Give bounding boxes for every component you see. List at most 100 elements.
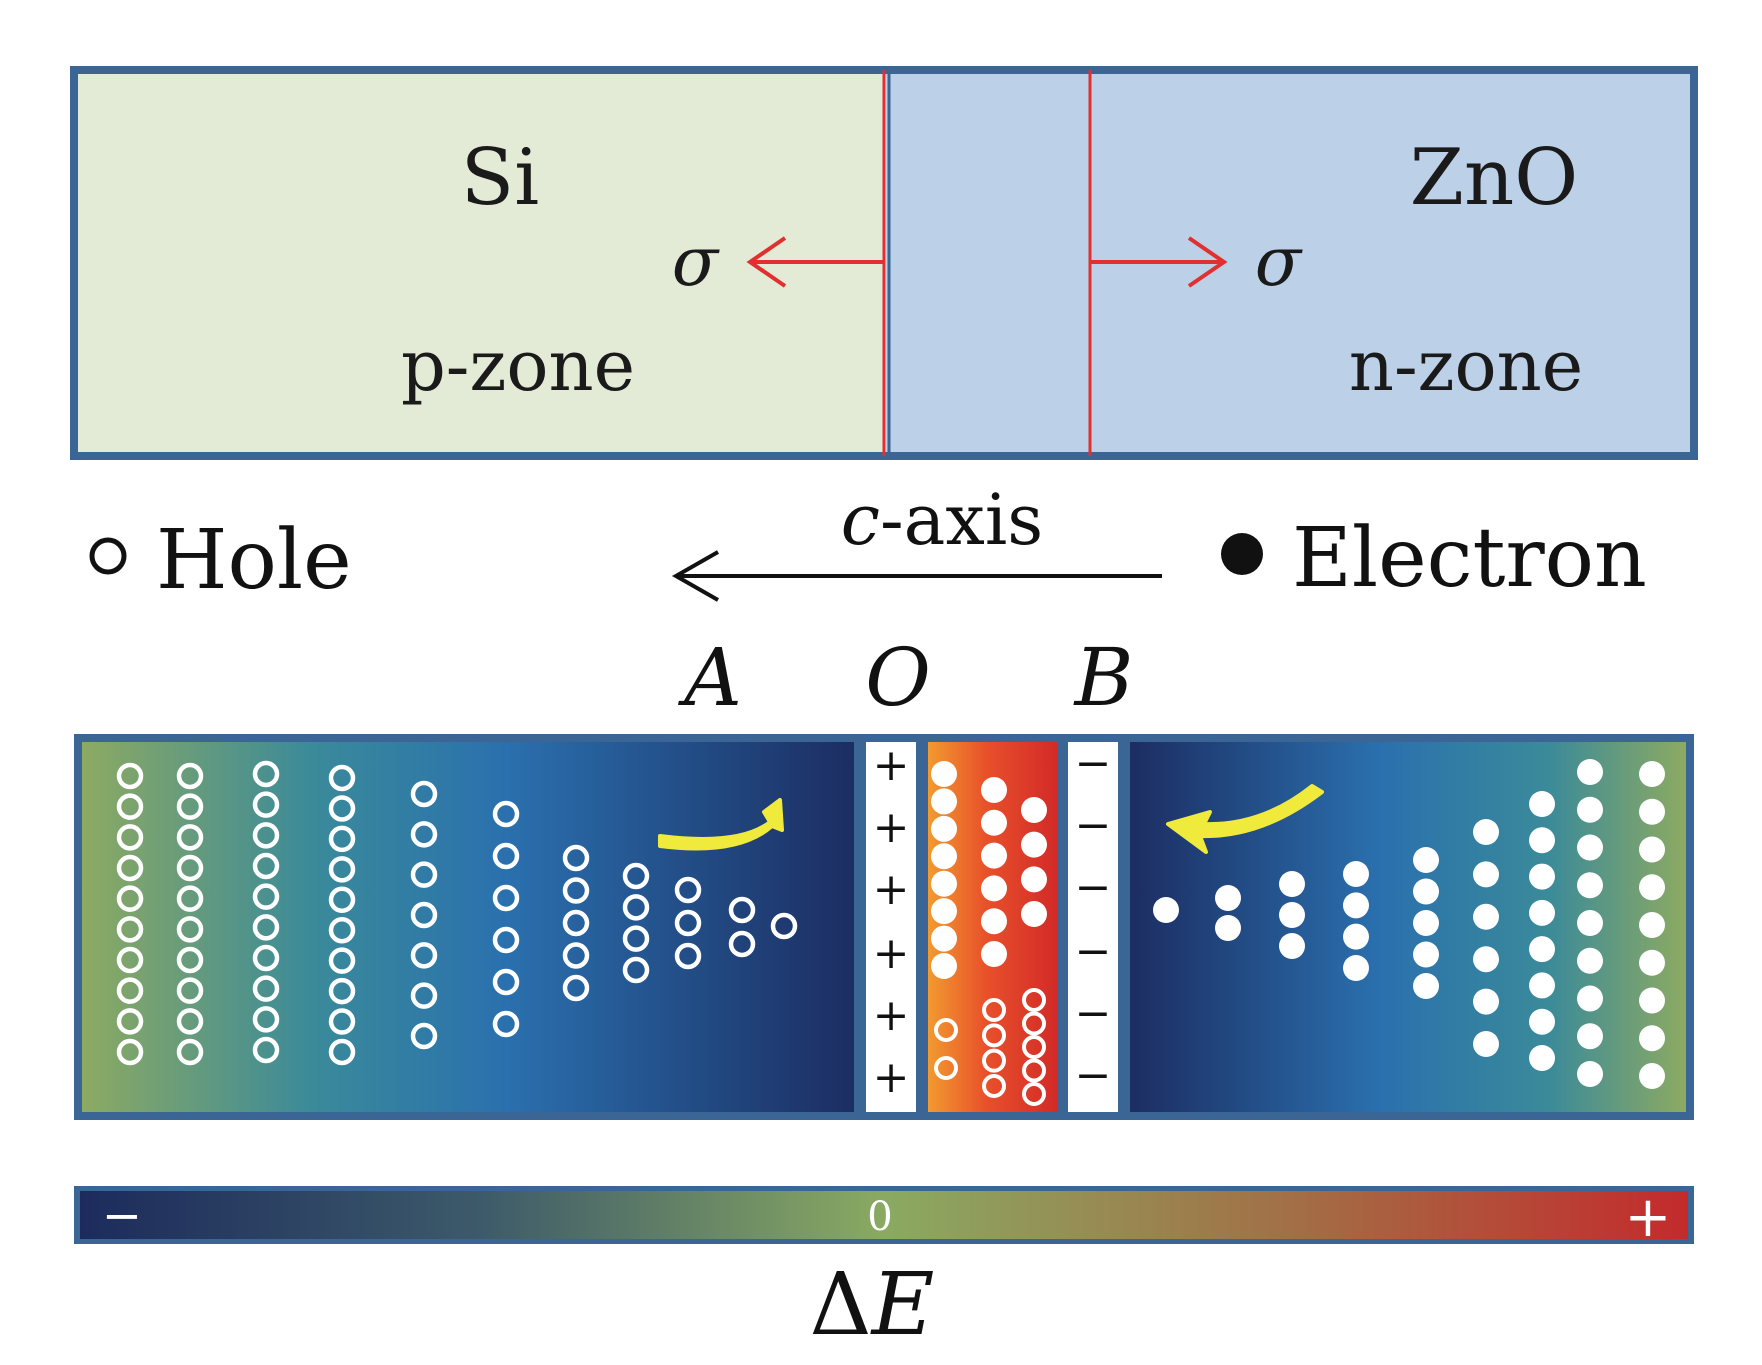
minus-sign: − [1075, 988, 1112, 1039]
electron-marker [1473, 903, 1499, 930]
electron-marker [1577, 947, 1603, 974]
hole-marker [328, 764, 356, 792]
positive-charge-strip [866, 742, 916, 1112]
plus-sign: + [873, 928, 910, 979]
electron-marker [981, 941, 1007, 967]
electron-marker [1343, 861, 1369, 887]
hole-marker [562, 844, 590, 872]
hole-marker [252, 1006, 280, 1033]
hole-marker [492, 926, 520, 954]
hole-marker [982, 1048, 1006, 1073]
hole-marker [176, 824, 204, 851]
electron-marker [1279, 933, 1305, 959]
electron-marker [1413, 910, 1439, 936]
electron-marker [1577, 834, 1603, 861]
zno-label: ZnO [1410, 133, 1578, 223]
plus-sign: + [873, 740, 910, 791]
hole-marker [728, 930, 756, 958]
hole-marker [116, 916, 144, 943]
electron-marker [931, 953, 957, 979]
electron-marker [1639, 1063, 1665, 1089]
top-panel: Si ZnO σ σ p-zone n-zone [70, 66, 1698, 460]
hole-marker [176, 854, 204, 882]
hole-drift-arrow [658, 798, 784, 851]
hole-marker [410, 821, 438, 848]
electron-marker [1021, 831, 1047, 858]
electron-marker [1473, 861, 1499, 888]
hole-marker [622, 862, 650, 890]
n-depletion-gradient [1130, 742, 1686, 1112]
c-axis-rest: -axis [880, 479, 1043, 561]
electron-marker [1639, 761, 1665, 787]
electron-marker [1577, 872, 1603, 899]
c-axis-italic: c [841, 479, 880, 561]
electron-marker [1639, 836, 1665, 863]
hole-marker [1022, 988, 1046, 1012]
hole-marker [116, 762, 144, 790]
electron-marker [1529, 791, 1555, 817]
electron-marker [1279, 902, 1305, 928]
hole-marker [492, 884, 520, 912]
hole-marker [328, 1038, 356, 1066]
negative-charge-signs: −−−−−− [1075, 738, 1112, 1101]
electron-marker [1021, 901, 1047, 927]
hole-marker [622, 956, 650, 984]
delta-e-colorbar: − 0 + ΔE [74, 1185, 1694, 1355]
electron-marker [981, 908, 1007, 935]
hole-marker [176, 762, 204, 790]
hole-marker [410, 1022, 438, 1050]
electron-marker [1473, 819, 1499, 845]
hole-marker [622, 894, 650, 921]
plus-sign: + [873, 802, 910, 853]
electron-marker [1413, 941, 1439, 968]
electron-drift-arrow [1166, 784, 1324, 854]
hole-marker [116, 977, 144, 1004]
point-o-label: O [865, 631, 931, 724]
electron-distribution [1153, 759, 1665, 1089]
electron-marker [931, 925, 957, 952]
hole-marker [674, 909, 702, 937]
electron-marker [931, 788, 957, 815]
p-zone-label: p-zone [401, 325, 635, 407]
electron-marker [931, 761, 957, 787]
hole-marker [562, 909, 590, 937]
hole-marker [176, 916, 204, 943]
hole-marker [176, 885, 204, 912]
electron-marker [1343, 892, 1369, 919]
electron-marker [1215, 885, 1241, 911]
electron-marker [1529, 936, 1555, 963]
hole-marker [116, 1008, 144, 1035]
electron-marker [1473, 1031, 1499, 1057]
electron-marker [931, 815, 957, 842]
hole-marker [252, 914, 280, 941]
electron-marker [1639, 798, 1665, 825]
hole-marker [116, 824, 144, 851]
electron-marker [931, 843, 957, 870]
electron-marker [1529, 1045, 1555, 1071]
electron-marker [1473, 946, 1499, 973]
hole-marker [410, 982, 438, 1009]
n-zone-label: n-zone [1349, 325, 1583, 407]
electron-marker [1639, 912, 1665, 938]
colorbar-gradient [80, 1191, 1688, 1239]
hole-marker [492, 968, 520, 996]
c-axis-arrow [671, 550, 1162, 602]
interface-charge-distribution [931, 761, 1047, 1106]
electron-marker [1413, 973, 1439, 999]
minus-sign: − [1075, 800, 1112, 851]
c-axis-label: c-axis [841, 479, 1043, 561]
hole-marker [492, 842, 520, 870]
hole-marker [252, 760, 280, 788]
hole-marker [252, 822, 280, 849]
hole-marker [252, 1036, 280, 1064]
hole-marker [252, 944, 280, 972]
hole-marker [1022, 1035, 1046, 1059]
hole-marker [1022, 1058, 1046, 1083]
hole-marker [252, 883, 280, 910]
sigma-left: σ [672, 223, 720, 302]
electron-marker [931, 870, 957, 897]
plus-sign: + [873, 990, 910, 1041]
electron-marker [1639, 987, 1665, 1014]
hole-marker [674, 942, 702, 970]
